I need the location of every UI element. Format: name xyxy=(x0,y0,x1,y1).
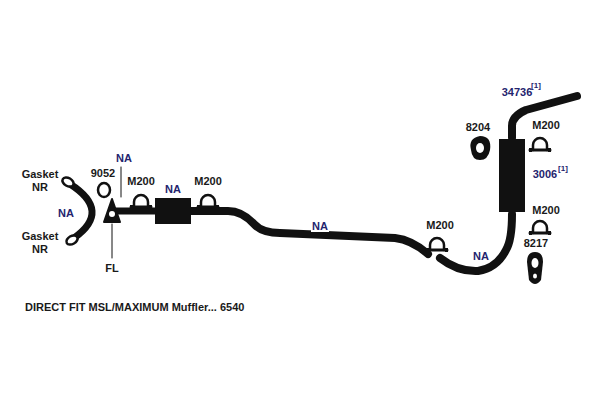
na-note: NA xyxy=(57,207,75,220)
part-number: M200 xyxy=(531,119,561,132)
footnote-mark: [1] xyxy=(557,164,569,173)
clamp xyxy=(197,195,219,209)
part-number: 8217 xyxy=(523,237,549,250)
na-note: NA xyxy=(164,183,182,196)
leader-line xyxy=(112,224,113,258)
part-number: 9052 xyxy=(90,167,116,180)
na-note: NA xyxy=(115,152,133,165)
clamp xyxy=(130,195,152,209)
hanger-hole xyxy=(532,258,539,268)
na-note: NA xyxy=(311,220,329,233)
part-number: 3006 xyxy=(532,168,558,181)
gasket-ring xyxy=(98,183,110,197)
footnote-mark: [1] xyxy=(530,81,542,90)
gasket xyxy=(61,176,75,189)
gasket xyxy=(65,234,79,247)
converter xyxy=(155,198,191,224)
clamp xyxy=(426,238,448,252)
part-number: M200 xyxy=(531,204,561,217)
part-number: M200 xyxy=(126,175,156,188)
hanger-hole xyxy=(533,274,537,279)
na-note: NA xyxy=(472,250,490,263)
hanger-hole xyxy=(476,143,484,153)
tail-pipe xyxy=(512,96,577,138)
clamp xyxy=(529,138,551,152)
flange-hole xyxy=(109,211,115,217)
gasket-label: Gasket NR xyxy=(19,230,61,255)
gasket-label: Gasket NR xyxy=(19,168,61,193)
intermediate-pipe xyxy=(190,211,428,254)
part-number: M200 xyxy=(193,175,223,188)
part-number: 34736 xyxy=(501,86,534,99)
part-number: 8204 xyxy=(465,121,491,134)
part-label: FL xyxy=(104,262,119,275)
part-number: M200 xyxy=(425,219,455,232)
leader-line xyxy=(121,167,122,197)
hanger xyxy=(470,136,490,160)
clamp xyxy=(529,221,551,235)
caption: DIRECT FIT MSL/MAXIMUM Muffler... 6540 xyxy=(25,301,244,313)
muffler xyxy=(499,139,525,212)
flange xyxy=(104,199,120,222)
hanger xyxy=(527,252,543,284)
